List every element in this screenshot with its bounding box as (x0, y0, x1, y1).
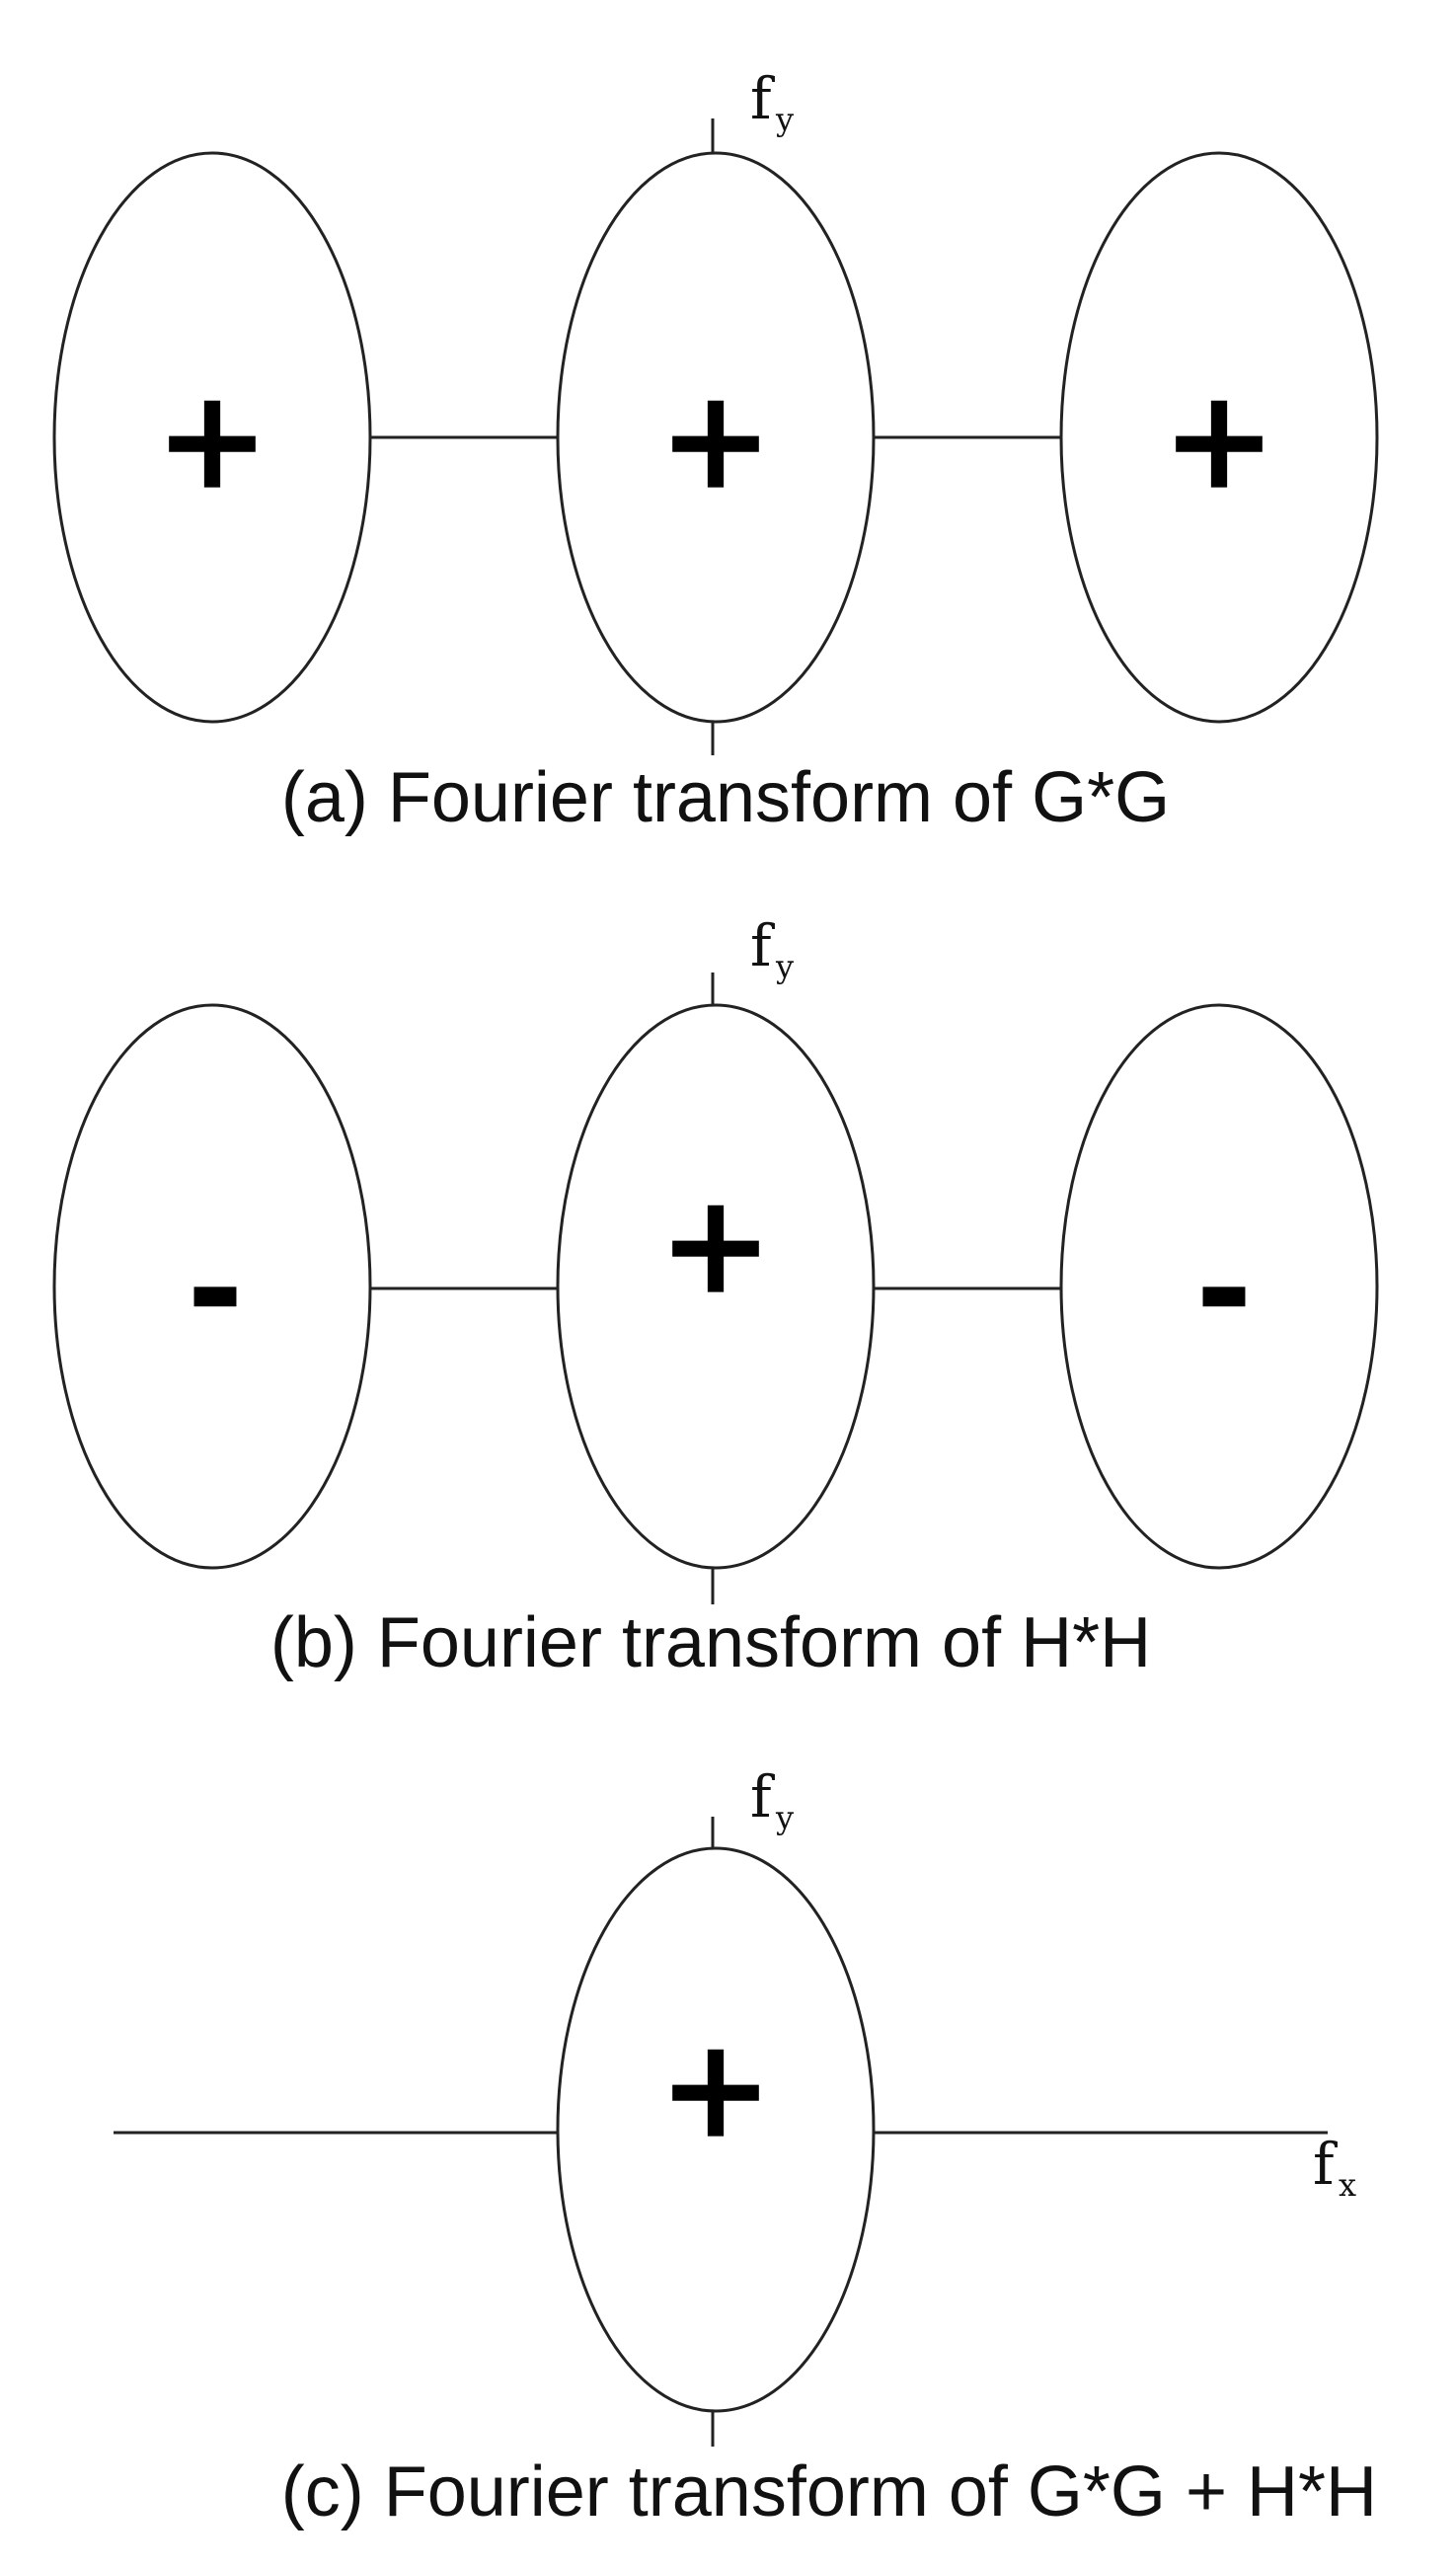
panel-b-ellipse-right (1059, 1003, 1379, 1570)
panel-a-ellipse-center (556, 151, 876, 724)
panel-a-caption: (a) Fourier transform of G*G (281, 758, 1170, 837)
panel-a-sign-right: + (1161, 360, 1276, 521)
panel-a-ellipse-right (1059, 151, 1379, 724)
panel-c-fx-label: f (1313, 2131, 1338, 2198)
panel-b-sign-center: + (657, 1165, 773, 1326)
panel-b-ellipse-center (556, 1003, 876, 1570)
panel-a-ellipse-left (52, 151, 372, 724)
panel-b-ellipse-left (52, 1003, 372, 1570)
panel-c: + f y f x (c) Fourier transform of G*G +… (114, 1763, 1377, 2531)
panel-c-fx-subscript: x (1339, 2166, 1356, 2204)
panel-b-fy-label: f (750, 912, 775, 979)
panel-c-fy-label: f (750, 1763, 775, 1830)
panel-c-sign-center: + (657, 2009, 773, 2170)
panel-b: - + - f y (b) Fourier transform of H*H (52, 912, 1379, 1682)
panel-c-caption: (c) Fourier transform of G*G + H*H (281, 2452, 1377, 2531)
panel-a-sign-center: + (657, 360, 773, 521)
panel-b-fy-subscript: y (775, 948, 794, 985)
panel-c-ellipse-center (556, 1846, 876, 2413)
panel-b-sign-left: - (187, 1209, 244, 1370)
panel-a-fy-label: f (750, 65, 775, 132)
panel-a-fy-subscript: y (775, 101, 794, 138)
panel-a: + + + f y (a) Fourier transform of G*G (52, 65, 1379, 837)
panel-b-caption: (b) Fourier transform of H*H (270, 1603, 1151, 1682)
panel-a-sign-left: + (154, 360, 269, 521)
panel-b-sign-right: - (1195, 1209, 1253, 1370)
panel-c-fy-subscript: y (775, 1799, 794, 1836)
